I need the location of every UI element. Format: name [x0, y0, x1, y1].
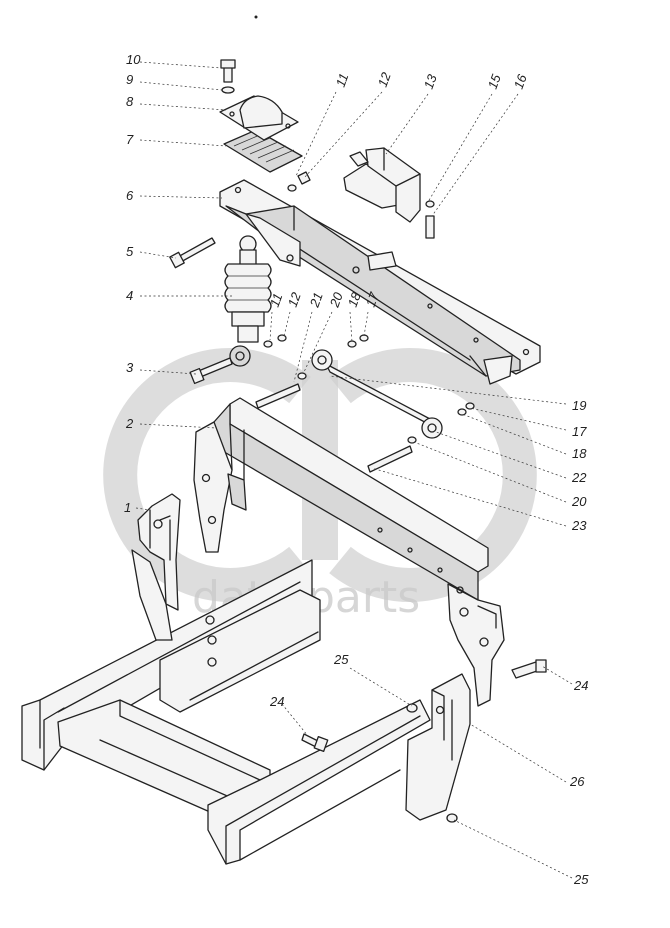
callout-c7a: 7	[126, 132, 134, 147]
callout-c19a: 19	[572, 398, 586, 413]
callout-c3a: 3	[126, 360, 134, 375]
callout-c4a: 4	[126, 288, 133, 303]
leader-lines	[135, 61, 573, 879]
callout-c2a: 2	[125, 416, 134, 431]
callout-c12a: 12	[375, 70, 394, 89]
callout-c25a: 25	[333, 652, 349, 667]
callout-c13a: 13	[421, 72, 440, 91]
upper-bracket	[287, 147, 435, 239]
callout-c24b: 24	[269, 694, 284, 709]
callout-c12b: 12	[285, 290, 304, 309]
callout-c18a: 18	[345, 290, 364, 309]
callout-c1a: 1	[124, 500, 131, 515]
callout-c20a: 20	[326, 290, 346, 310]
callout-c23a: 23	[571, 518, 587, 533]
frame-bracket	[131, 493, 181, 641]
callout-c9a: 9	[126, 72, 133, 87]
shock-absorber	[224, 235, 272, 367]
lower-bolt	[189, 357, 233, 385]
callout-c20b: 20	[571, 494, 587, 509]
callout-c10a: 10	[126, 52, 141, 67]
callout-c5a: 5	[126, 244, 134, 259]
lower-right-bracket	[301, 659, 547, 823]
vehicle-frame	[21, 559, 431, 865]
callout-c18b: 18	[572, 446, 587, 461]
callout-c11a: 11	[333, 71, 352, 89]
callout-c8a: 8	[126, 94, 134, 109]
callout-c25b: 25	[573, 872, 589, 887]
callout-c16a: 16	[511, 72, 530, 91]
callout-c24a: 24	[573, 678, 588, 693]
callout-c26a: 26	[569, 774, 585, 789]
callout-c6a: 6	[126, 188, 134, 203]
callout-c22a: 22	[571, 470, 587, 485]
pad-stack	[219, 59, 303, 173]
callout-c21a: 21	[306, 290, 325, 310]
callout-c17b: 17	[572, 424, 587, 439]
upper-beam	[219, 179, 541, 385]
callout-c15a: 15	[485, 72, 504, 91]
callout-c11b: 11	[267, 291, 286, 309]
long-bolt	[169, 237, 216, 269]
link-rod	[255, 334, 475, 473]
crossmember	[193, 397, 505, 707]
callout-c17a: 17	[363, 290, 382, 309]
marker-dot	[254, 15, 258, 19]
